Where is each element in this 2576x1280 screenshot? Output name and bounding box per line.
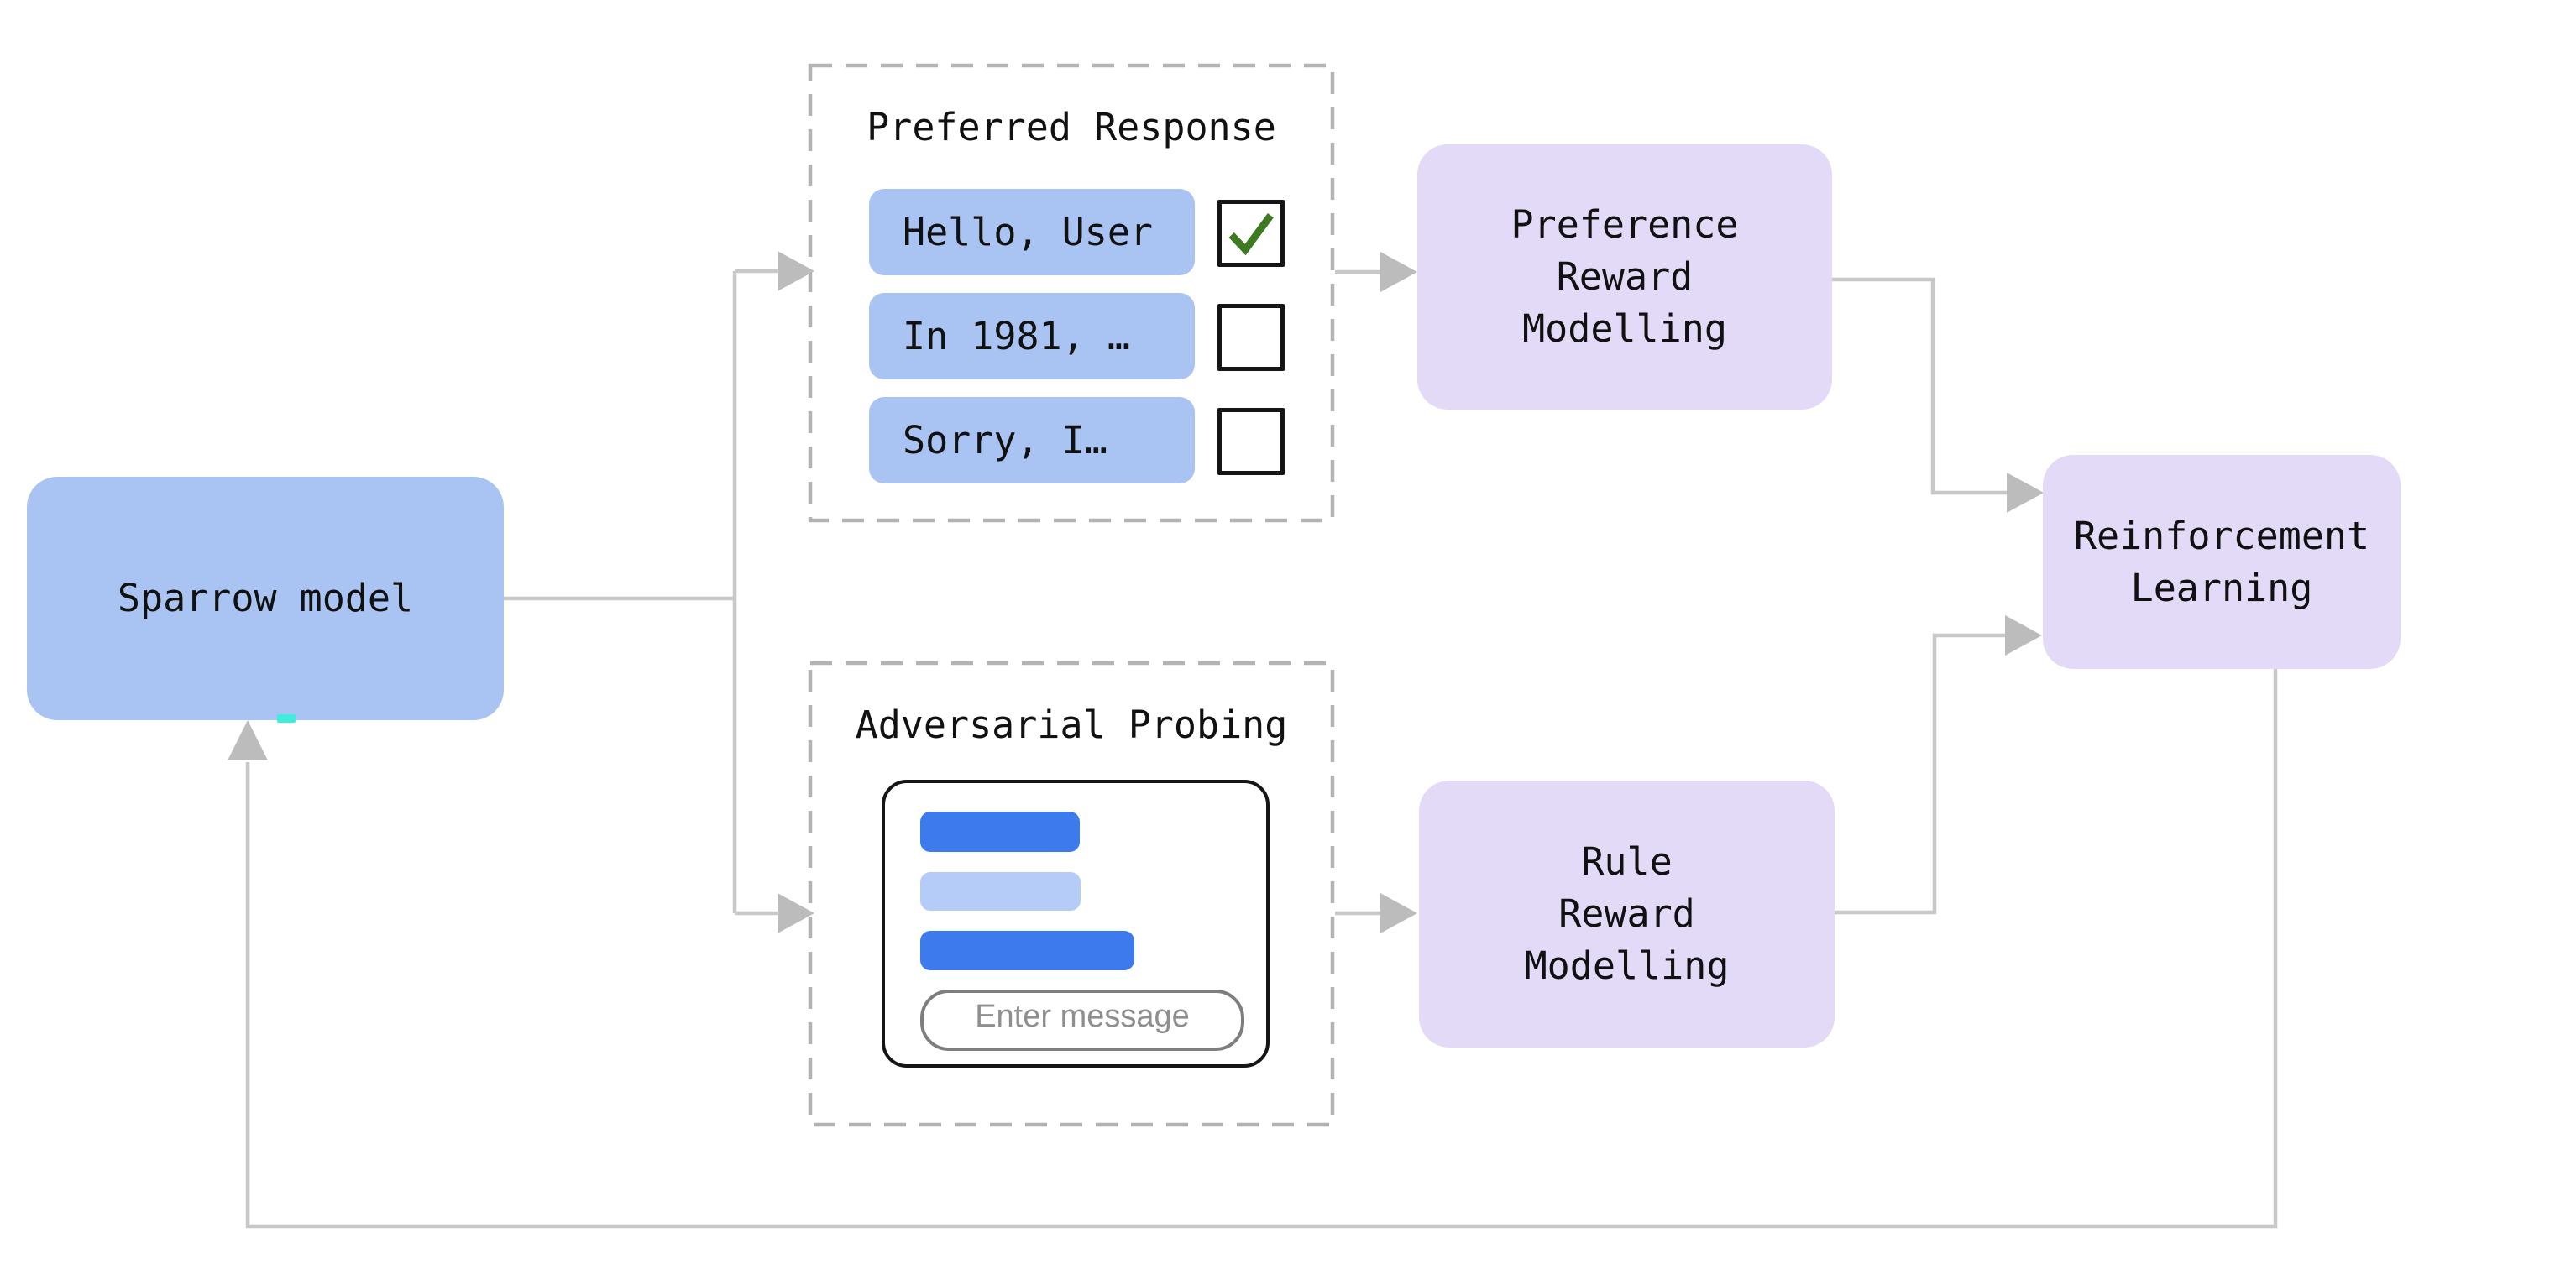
adversarial-probing-group-border bbox=[808, 661, 1335, 1127]
connector-rule-to-rl bbox=[1835, 633, 2007, 915]
connector-preference-to-rl bbox=[1832, 277, 2008, 495]
arrowhead-into-preferred-icon bbox=[778, 251, 814, 291]
chat-message-bubble bbox=[920, 872, 1081, 911]
preference-reward-modelling-node: Preference Reward Modelling bbox=[1417, 144, 1832, 410]
arrowhead-into-rl-bottom-icon bbox=[2005, 615, 2042, 656]
chat-message-bubble bbox=[920, 812, 1080, 852]
connector-lines bbox=[245, 269, 2278, 1229]
chat-message-input[interactable]: Enter message bbox=[920, 990, 1244, 1051]
rule-reward-modelling-label: Rule Reward Modelling bbox=[1524, 839, 1730, 988]
cyan-artifact-mark bbox=[277, 714, 296, 723]
connector-rl-feedback-loop bbox=[245, 669, 2278, 1229]
reinforcement-learning-node: Reinforcement Learning bbox=[2043, 455, 2401, 669]
sparrow-model-label: Sparrow model bbox=[117, 576, 414, 620]
response-option-pill[interactable]: Sorry, I… bbox=[869, 397, 1195, 483]
preference-reward-modelling-label: Preference Reward Modelling bbox=[1511, 202, 1739, 351]
response-option-checkbox[interactable] bbox=[1217, 304, 1285, 371]
preferred-response-title: Preferred Response bbox=[867, 105, 1276, 149]
response-option-checkbox[interactable] bbox=[1217, 200, 1285, 267]
adversarial-probing-title: Adversarial Probing bbox=[855, 703, 1288, 747]
checkmark-icon bbox=[1228, 213, 1274, 256]
response-option-checkbox[interactable] bbox=[1217, 408, 1285, 475]
reinforcement-learning-label: Reinforcement Learning bbox=[2073, 513, 2370, 610]
chat-message-bubble bbox=[920, 931, 1134, 970]
arrowhead-into-adversarial-icon bbox=[778, 893, 814, 933]
chat-window-mockup: Enter message bbox=[882, 780, 1270, 1068]
arrowheads bbox=[228, 251, 2044, 933]
arrowhead-into-sparrow-icon bbox=[228, 720, 268, 760]
sparrow-model-node: Sparrow model bbox=[27, 477, 504, 720]
response-option-label: Hello, User bbox=[903, 210, 1154, 254]
response-option-pill[interactable]: Hello, User bbox=[869, 189, 1195, 275]
preferred-response-group-border bbox=[808, 63, 1335, 523]
response-option-pill[interactable]: In 1981, … bbox=[869, 293, 1195, 379]
arrowhead-into-rl-top-icon bbox=[2007, 473, 2044, 513]
response-option-label: Sorry, I… bbox=[903, 418, 1107, 462]
rule-reward-modelling-node: Rule Reward Modelling bbox=[1419, 781, 1835, 1048]
arrowhead-into-rule-icon bbox=[1380, 893, 1417, 933]
chat-input-placeholder: Enter message bbox=[975, 999, 1190, 1034]
arrowhead-into-preference-icon bbox=[1380, 252, 1417, 292]
response-option-label: In 1981, … bbox=[903, 314, 1130, 358]
